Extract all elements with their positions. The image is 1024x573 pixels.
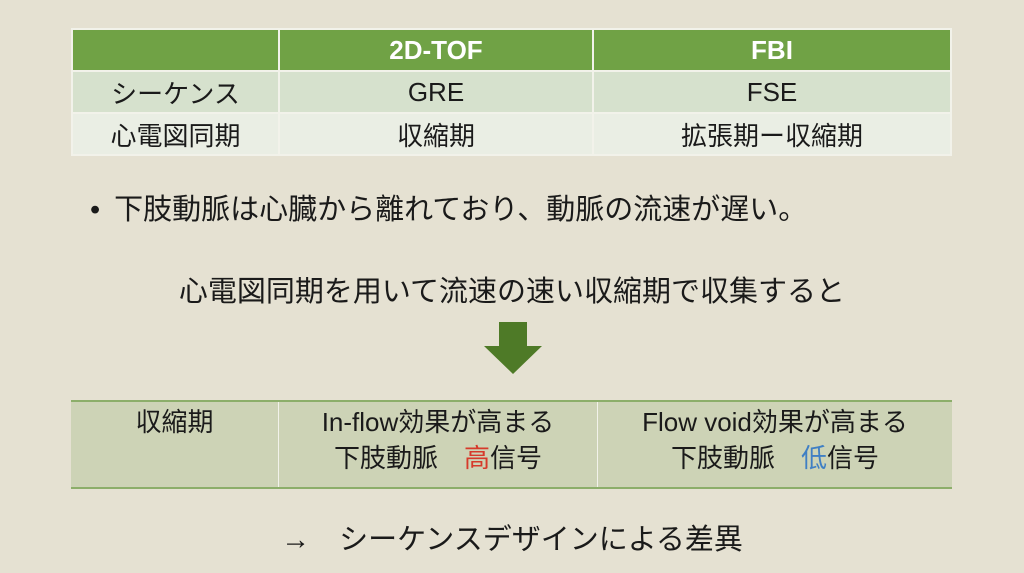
- result-table: 収縮期 In-flow効果が高まる 下肢動脈 高信号 Flow void効果が高…: [71, 400, 952, 489]
- header-cell-empty: [71, 28, 280, 72]
- low-signal-highlight: 低: [800, 443, 827, 473]
- table-header-row: 2D-TOF FBI: [71, 28, 952, 72]
- bullet-icon: •: [90, 194, 101, 226]
- signal-prefix: 下肢動脈: [670, 443, 801, 473]
- signal-prefix: 下肢動脈: [333, 443, 464, 473]
- table-cell-fbi: Flow void効果が高まる 下肢動脈 低信号: [597, 400, 952, 489]
- explanation-text: 心電図同期を用いて流速の速い収縮期で収集すると: [178, 276, 846, 308]
- header-cell-fbi: FBI: [592, 28, 952, 72]
- table-cell: FSE: [592, 70, 952, 114]
- table-row: 心電図同期 収縮期 拡張期ー収縮期: [71, 112, 952, 156]
- table-cell: 収縮期: [278, 112, 594, 156]
- table-cell: GRE: [278, 70, 594, 114]
- table-row: シーケンス GRE FSE: [71, 70, 952, 114]
- down-arrow-icon: [484, 322, 542, 374]
- signal-text: 下肢動脈 低信号: [598, 440, 952, 476]
- signal-text: 下肢動脈 高信号: [279, 440, 597, 476]
- table-row: 収縮期 In-flow効果が高まる 下肢動脈 高信号 Flow void効果が高…: [71, 400, 952, 489]
- effect-text: In-flow効果が高まる: [321, 407, 555, 437]
- comparison-table: 2D-TOF FBI シーケンス GRE FSE 心電図同期 収縮期 拡張期ー収…: [71, 28, 952, 156]
- header-cell-2d-tof: 2D-TOF: [278, 28, 594, 72]
- conclusion-text: → シーケンスデザインによる差異: [281, 524, 743, 556]
- bullet-text: 下肢動脈は心臓から離れており、動脈の流速が遅い。: [114, 194, 808, 226]
- table-cell-2d-tof: In-flow効果が高まる 下肢動脈 高信号: [278, 400, 598, 489]
- table-cell: 拡張期ー収縮期: [592, 112, 952, 156]
- high-signal-highlight: 高: [463, 443, 490, 473]
- signal-suffix: 信号: [827, 443, 880, 473]
- row-label: 心電図同期: [71, 112, 280, 156]
- bullet-point: • 下肢動脈は心臓から離れており、動脈の流速が遅い。: [90, 186, 807, 228]
- row-label: 収縮期: [71, 400, 279, 489]
- effect-text: Flow void効果が高まる: [642, 407, 908, 437]
- row-label: シーケンス: [71, 70, 280, 114]
- signal-suffix: 信号: [490, 443, 543, 473]
